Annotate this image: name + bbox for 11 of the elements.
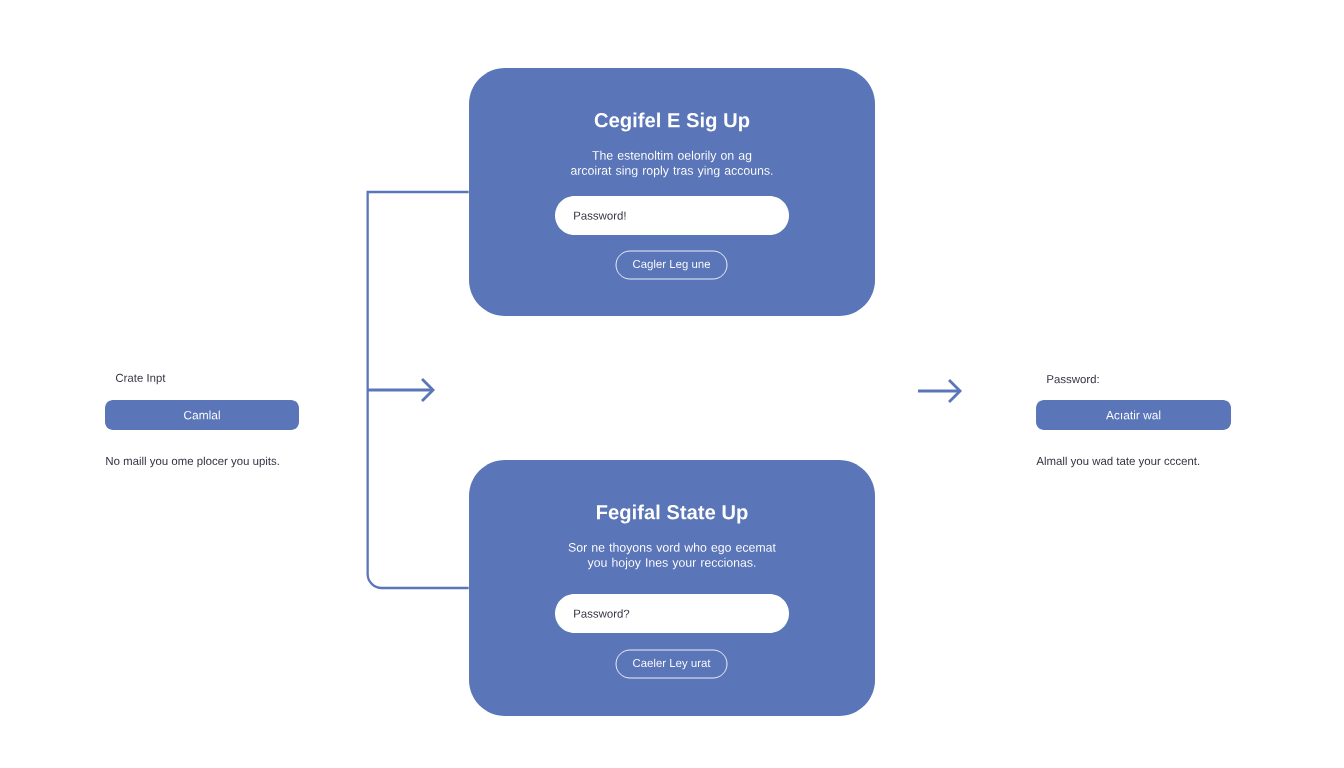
helper-text: No maill you ome plocer you upits. [106, 456, 279, 468]
input-field: Password! [555, 196, 789, 235]
input-field: Password? [555, 594, 789, 633]
field-label: Crate Inpt [115, 373, 166, 385]
button: Caeler Ley urat [615, 649, 728, 679]
button: Cagler Leg une [615, 250, 728, 280]
button: Acıatir wal [1036, 400, 1231, 430]
field-label: Password: [1047, 374, 1099, 384]
helper-text: Almall you wad tate your cccent. [1036, 456, 1200, 468]
connector-line [366, 190, 469, 590]
button: Camlal [105, 400, 299, 430]
